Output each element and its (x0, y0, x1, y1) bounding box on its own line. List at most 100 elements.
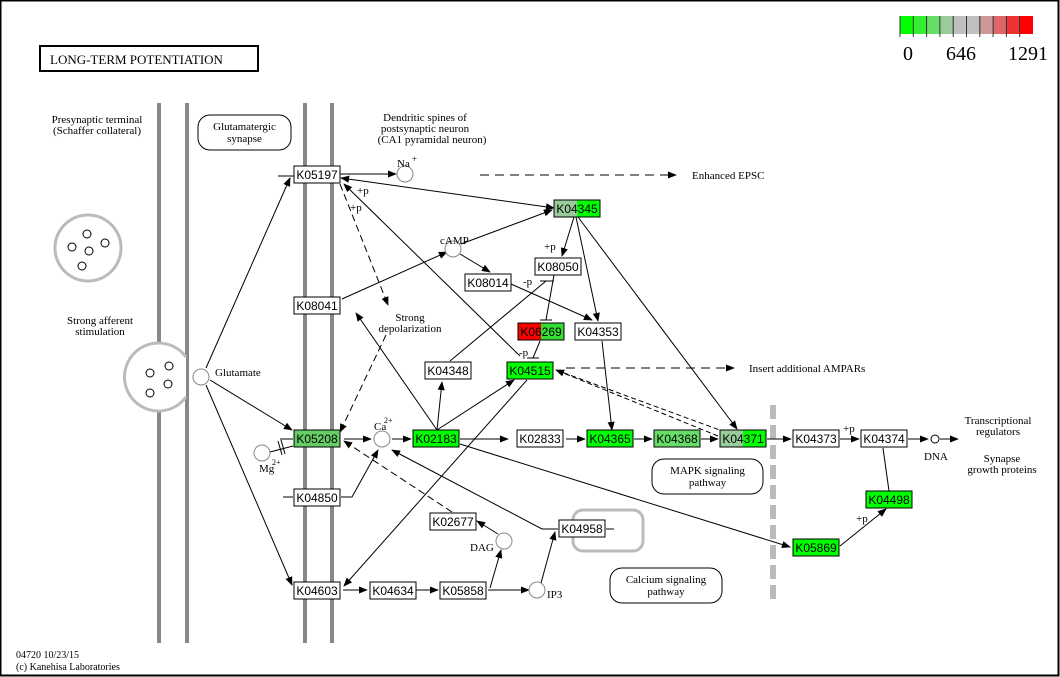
plus-p-1: +p (357, 185, 369, 197)
gene-node-border (860, 429, 908, 448)
gene-node-K04371[interactable]: K04371 (719, 429, 767, 448)
na-sup: + (412, 154, 417, 164)
gene-node-border (517, 322, 565, 341)
dag-label: DAG (470, 542, 494, 554)
gene-node-label: K04371 (722, 432, 764, 446)
minus-p-2: -p (519, 347, 529, 359)
legend-cell (993, 16, 1007, 34)
gene-node-fill (294, 582, 340, 599)
gene-node-label: K04498 (868, 493, 910, 507)
gene-node-fill (294, 297, 340, 314)
edge-K04850-Ca (341, 449, 379, 498)
gene-node-K05208[interactable]: K05208 (293, 429, 341, 448)
afferent-label-2: stimulation (75, 326, 125, 338)
vesicle-top (53, 213, 123, 283)
gene-node-K08014[interactable]: K08014 (464, 273, 512, 292)
gene-node-K04603[interactable]: K04603 (293, 581, 341, 600)
gene-node-K05197[interactable]: K05197 (293, 165, 341, 184)
edge-DAG-K02677 (476, 520, 499, 535)
text-labels: Presynaptic terminal (Schaffer collatera… (52, 112, 1037, 476)
gene-node-K04498[interactable]: K04498 (865, 490, 913, 509)
gene-node-K02183[interactable]: K02183 (412, 429, 460, 448)
gene-node-label: K04345 (556, 202, 598, 216)
edge-K04345-K04371 (577, 216, 738, 430)
map-link-calcium[interactable]: Calcium signaling pathway (609, 567, 723, 604)
gene-node-K04373[interactable]: K04373 (792, 429, 840, 448)
legend-cell (966, 16, 980, 34)
compound-glutamate[interactable] (192, 368, 210, 386)
gene-node-border (865, 490, 913, 509)
glutamatergic-line1: Glutamatergic (213, 121, 276, 133)
gene-node-border (506, 361, 554, 380)
gene-node-K04365[interactable]: K04365 (586, 429, 634, 448)
gene-node-fill (465, 274, 511, 291)
legend-cell (926, 16, 940, 34)
map-link-mapk[interactable]: MAPK signaling pathway (651, 458, 764, 495)
gene-node-border (439, 581, 487, 600)
mg-sup: 2+ (272, 458, 281, 467)
gene-node-K02677[interactable]: K02677 (429, 512, 477, 531)
gene-node-label: K04958 (561, 522, 603, 536)
gene-node-fill (294, 430, 340, 447)
edge-K05858-DAG (489, 549, 503, 589)
gene-node-border (429, 512, 477, 531)
edge-K08041-cAMP (341, 251, 448, 300)
compound-mg[interactable] (253, 444, 271, 462)
gene-node-K08050[interactable]: K08050 (534, 257, 582, 276)
gene-node-border (293, 429, 341, 448)
glutamate-label: Glutamate (215, 367, 261, 379)
gene-node-fill (294, 166, 340, 183)
ca-sup: 2+ (384, 416, 393, 425)
gene-node-K04348[interactable]: K04348 (424, 361, 472, 380)
gene-node-border (558, 519, 606, 538)
gene-node-border (293, 581, 341, 600)
gene-node-K04850[interactable]: K04850 (293, 488, 341, 507)
legend-cell (913, 16, 927, 34)
gene-node-K04374[interactable]: K04374 (860, 429, 908, 448)
dna-label: DNA (924, 451, 948, 463)
compound-na[interactable] (396, 165, 414, 183)
calcium-line2: pathway (647, 586, 685, 598)
gene-node-label: K05869 (795, 541, 837, 555)
compound-dna[interactable] (930, 434, 940, 444)
gene-node-K04345[interactable]: K04345 (553, 199, 601, 218)
gene-node-border (293, 165, 341, 184)
gene-node-K05858[interactable]: K05858 (439, 581, 487, 600)
postsynaptic-membrane-outer (303, 103, 307, 643)
gene-node-K04958[interactable]: K04958 (558, 519, 606, 538)
gene-node-fill (518, 323, 541, 340)
gene-node-K02833[interactable]: K02833 (516, 429, 564, 448)
gene-node-K08041[interactable]: K08041 (293, 296, 341, 315)
gene-node-K04368[interactable]: K04368 (653, 429, 701, 448)
compound-ca[interactable] (373, 430, 391, 448)
gene-node-K04515[interactable]: K04515 (506, 361, 554, 380)
compound-camp[interactable] (444, 240, 462, 258)
map-link-glutamatergic[interactable]: Glutamatergic synapse (197, 114, 292, 151)
gene-node-label: K02833 (519, 432, 561, 446)
gene-node-K04634[interactable]: K04634 (369, 581, 417, 600)
gene-node-border (553, 199, 601, 218)
plus-p-3: +p (544, 241, 556, 253)
gene-node-K04353[interactable]: K04353 (574, 322, 622, 341)
dendritic-label-3: (CA1 pyramidal neuron) (378, 134, 487, 146)
synapse-growth-label-2: growth proteins (967, 464, 1036, 476)
legend-cell (900, 16, 914, 34)
transcriptional-label-1: Transcriptional (965, 415, 1032, 427)
plus-p-5: +p (856, 513, 868, 525)
edge-K02677-K05208 (343, 440, 453, 513)
edges (205, 170, 959, 594)
compound-dag[interactable] (495, 532, 513, 550)
edge-K04515-K04603 (343, 379, 528, 587)
gene-node-K05869[interactable]: K05869 (792, 538, 840, 557)
compound-ip3[interactable] (528, 581, 546, 599)
gene-node-label: K05858 (442, 584, 484, 598)
gene-node-border (464, 273, 512, 292)
gene-node-K06269[interactable]: K06269 (517, 322, 565, 341)
edge-K04345-K08050 (560, 216, 575, 257)
gene-node-label: K04634 (372, 584, 414, 598)
gene-node-border (574, 322, 622, 341)
glutamatergic-line2: synapse (227, 133, 262, 145)
legend-cell (1019, 16, 1033, 34)
presynaptic-label-1: Presynaptic terminal (52, 114, 143, 126)
